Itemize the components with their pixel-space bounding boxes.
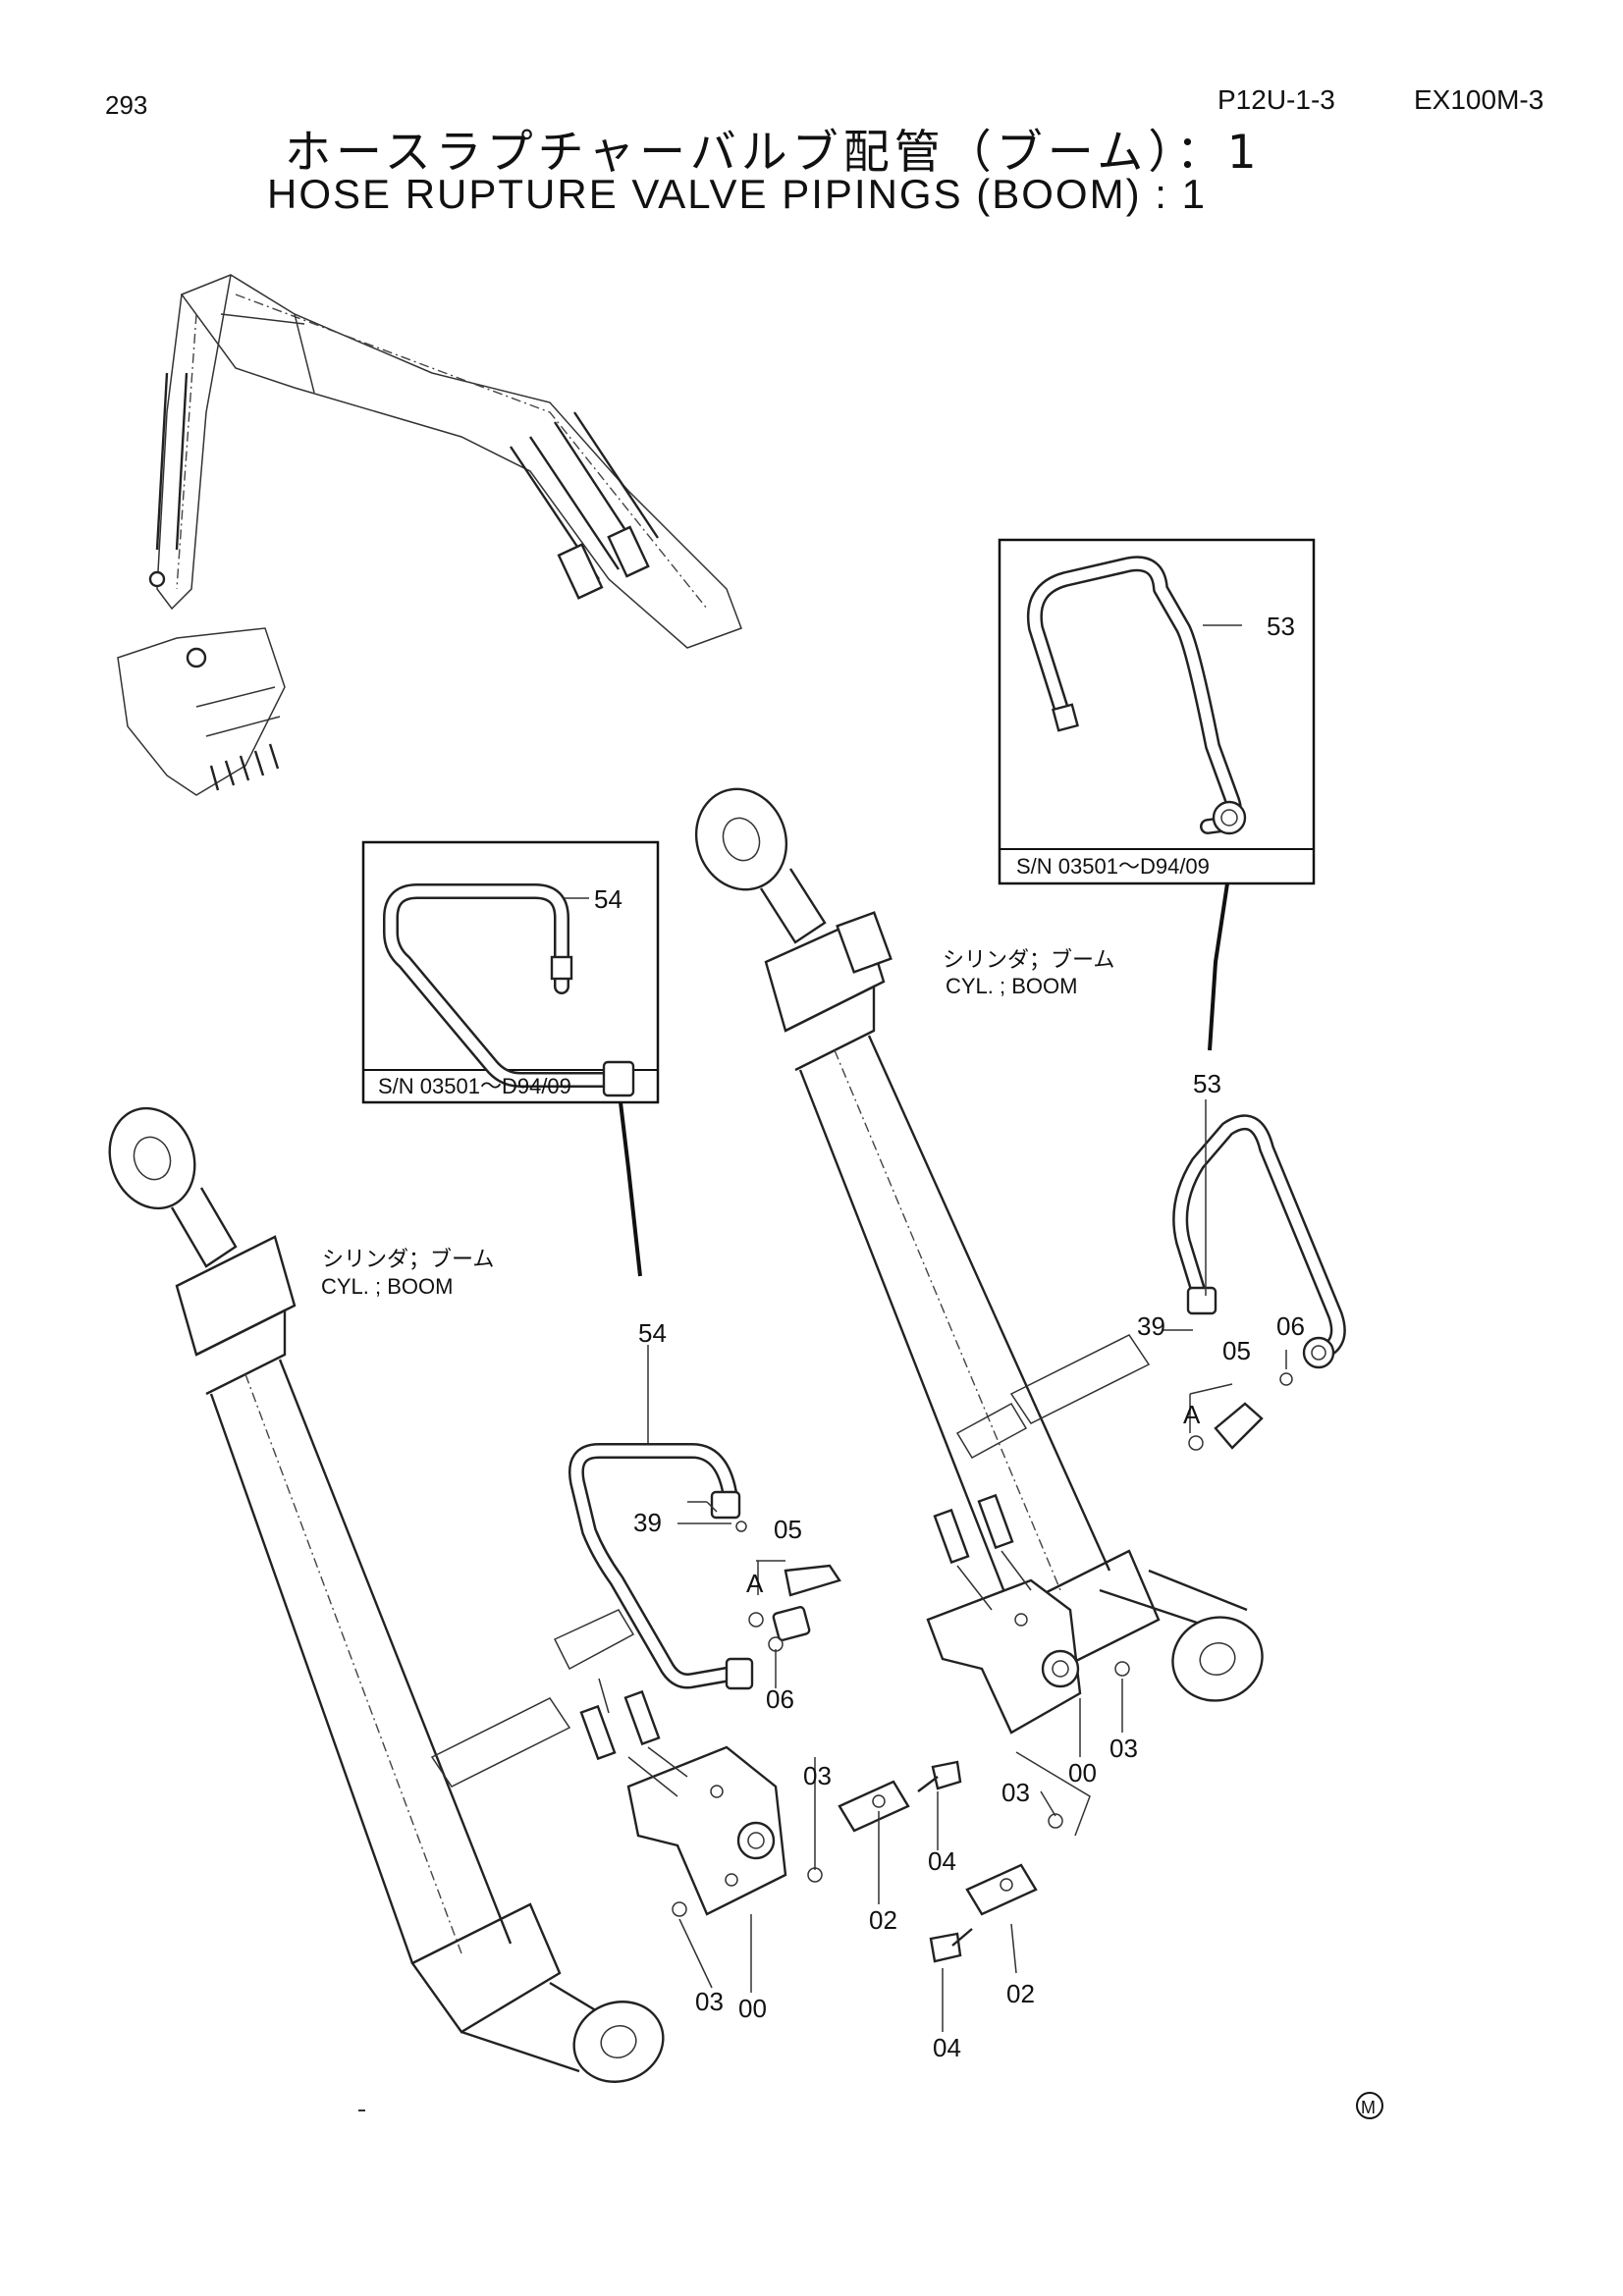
inset-box-left: 54 S/N 03501～D94/09 <box>361 840 660 1277</box>
callout-04: 04 <box>933 2033 961 2062</box>
callout-03: 03 <box>803 1761 832 1790</box>
callout-06: 06 <box>1276 1311 1305 1341</box>
callout-05: 05 <box>1222 1336 1251 1365</box>
callout-54: 54 <box>638 1318 667 1348</box>
model-code: EX100M-3 <box>1414 84 1544 115</box>
callout-00: 00 <box>1068 1758 1097 1788</box>
callout-02: 02 <box>1006 1979 1035 2008</box>
callout-00: 00 <box>738 1994 767 2023</box>
callout-03: 03 <box>695 1987 724 2016</box>
inset-left-serial: S/N 03501～D94/09 <box>378 1074 571 1098</box>
title-japanese: ホースラプチャーバルブ配管（ブーム）：1 <box>285 126 1262 180</box>
callout-a: A <box>746 1569 764 1598</box>
callout-39: 39 <box>1137 1311 1165 1341</box>
inset-left-part-label: 54 <box>594 884 622 914</box>
callout-02: 02 <box>869 1905 897 1935</box>
boom-cylinder-left <box>108 1106 665 2083</box>
callout-a: A <box>1183 1400 1201 1429</box>
inset-right-serial: S/N 03501～D94/09 <box>1016 854 1210 879</box>
page-number: 293 <box>105 90 148 120</box>
cylinder-label-jp-right: シリンダ；ブーム <box>943 947 1114 972</box>
manufacturer-mark: M <box>1361 2098 1376 2117</box>
callout-53: 53 <box>1193 1069 1221 1098</box>
valve-assembly-right <box>926 1099 1346 2032</box>
callout-06: 06 <box>766 1684 794 1714</box>
inset-box-right: 53 S/N 03501～D94/09 <box>998 538 1316 1051</box>
valve-assembly-left <box>568 1345 962 1993</box>
callout-39: 39 <box>633 1508 662 1537</box>
callout-03: 03 <box>1001 1778 1030 1807</box>
manufacturer-mark-circle <box>1356 2092 1383 2119</box>
boom-cylinder-right <box>694 787 1264 1702</box>
cylinder-label-en-left: CYL. ; BOOM <box>321 1274 453 1299</box>
callout-05: 05 <box>774 1515 802 1544</box>
cylinder-label-en-right: CYL. ; BOOM <box>946 974 1077 998</box>
catalog-code: P12U-1-3 <box>1217 84 1335 115</box>
callout-03: 03 <box>1109 1734 1138 1763</box>
excavator-illustration <box>117 274 742 796</box>
title-english: HOSE RUPTURE VALVE PIPINGS (BOOM) : 1 <box>267 171 1207 217</box>
cylinder-label-jp-left: シリンダ；ブーム <box>322 1247 494 1271</box>
inset-right-part-label: 53 <box>1267 612 1295 641</box>
callout-04: 04 <box>928 1846 956 1876</box>
